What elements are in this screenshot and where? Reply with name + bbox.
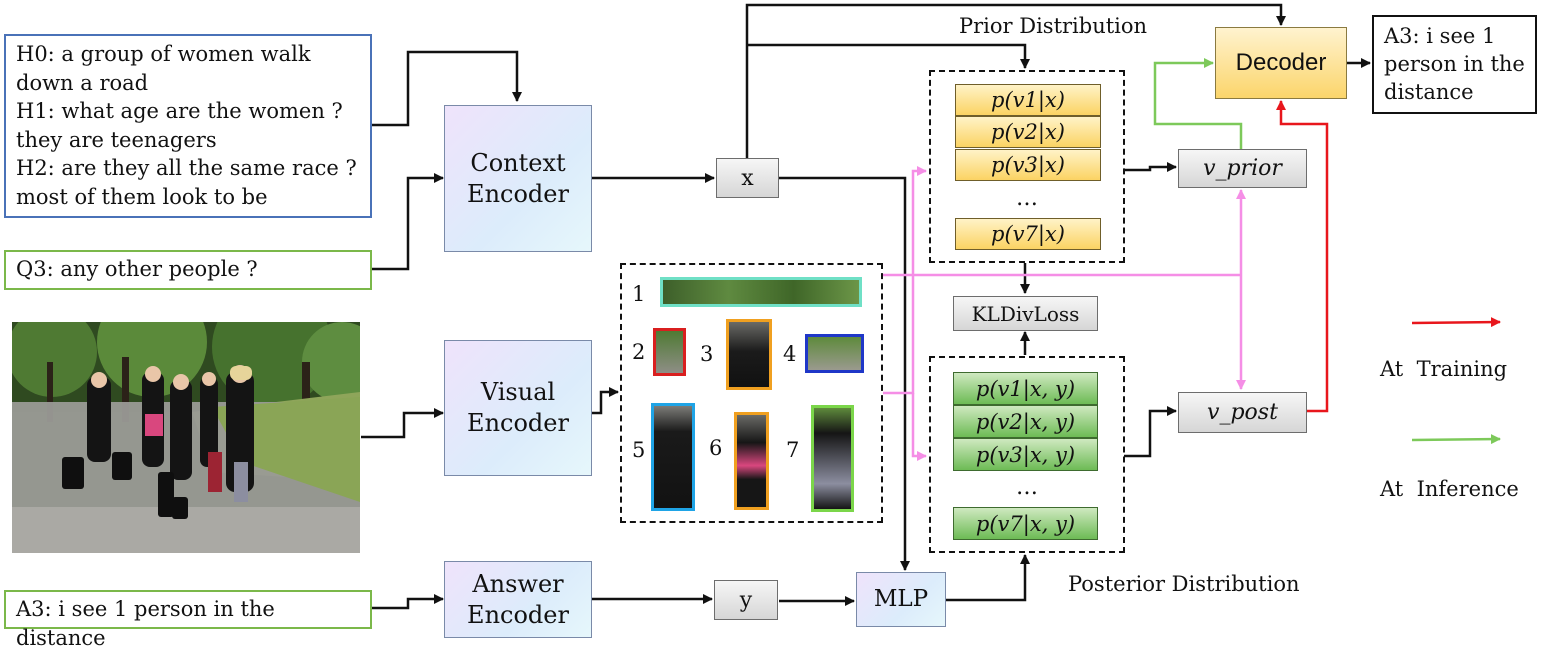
output-answer-line1: A3: i see 1: [1384, 24, 1496, 48]
posterior-item-3: p(v3|x, y): [953, 438, 1098, 471]
kl-div-loss-label: KLDivLoss: [971, 301, 1080, 326]
prior-ellipsis: …: [1016, 186, 1038, 211]
legend-inference-arrow: [1411, 434, 1501, 445]
arrow-image-to-visual: [361, 408, 444, 439]
mlp-block: MLP: [856, 572, 946, 627]
v-post: v_post: [1178, 392, 1307, 433]
region-number-2: 2: [632, 340, 646, 364]
output-answer-line3: distance: [1384, 80, 1474, 104]
dialog-h1-line2: they are teenagers: [16, 127, 217, 152]
arrow-visual-to-regions: [592, 387, 619, 415]
arrow-regions-to-prior: [883, 166, 927, 395]
dialog-h2-line1: H2: are they all the same race ?: [16, 156, 357, 180]
legend-training-arrow: [1411, 317, 1501, 328]
posterior-item-2-label: p(v2|x, y): [975, 409, 1076, 434]
v-prior-label: v_prior: [1203, 156, 1282, 181]
question-text: Q3: any other people ?: [16, 257, 258, 281]
region-crop-1: [660, 277, 862, 307]
posterior-item-3-label: p(v3|x, y): [975, 442, 1076, 467]
arrow-prior-to-vprior: [1124, 162, 1177, 172]
prior-item-2: p(v2|x): [955, 116, 1101, 148]
legend-inference-label: At Inference: [1380, 477, 1519, 501]
prior-item-7: p(v7|x): [955, 218, 1101, 250]
decoder-block: Decoder: [1215, 27, 1347, 99]
region-number-6: 6: [709, 436, 723, 460]
prior-item-1: p(v1|x): [955, 84, 1101, 116]
region-crop-2: [653, 328, 686, 376]
context-encoder-line1: Context: [470, 148, 566, 177]
question-box: Q3: any other people ?: [4, 250, 372, 290]
region-number-5: 5: [632, 438, 646, 462]
prior-item-1-label: p(v1|x): [991, 88, 1065, 112]
arrow-question-to-context: [372, 173, 444, 271]
arrow-x-to-decoder: [745, 3, 1286, 158]
posterior-item-2: p(v2|x, y): [953, 405, 1098, 438]
legend-training-label: At Training: [1380, 357, 1508, 381]
arrow-regions-to-posterior: [911, 393, 927, 461]
posterior-item-1-label: p(v1|x, y): [975, 376, 1076, 401]
posterior-item-7-label: p(v7|x, y): [975, 511, 1076, 536]
v-post-label: v_post: [1207, 400, 1278, 425]
node-y-label: y: [739, 587, 753, 613]
region-number-1: 1: [632, 282, 646, 306]
posterior-ellipsis: …: [1016, 475, 1038, 500]
arrow-x-to-prior: [747, 43, 1030, 69]
visual-encoder: Visual Encoder: [444, 340, 592, 476]
arrow-mlp-to-posterior: [946, 554, 1030, 602]
prior-distribution-title: Prior Distribution: [959, 14, 1148, 38]
output-answer-line2: person in the: [1384, 52, 1525, 76]
kl-div-loss: KLDivLoss: [953, 296, 1098, 331]
region-panel: [620, 263, 883, 523]
region-crop-7: [811, 405, 854, 512]
arrow-posterior-to-vpost: [1124, 406, 1177, 458]
posterior-distribution-title: Posterior Distribution: [1068, 572, 1300, 596]
answer-encoder: Answer Encoder: [444, 561, 592, 638]
arrow-answer-to-encoder: [372, 594, 444, 610]
region-crop-6: [734, 412, 769, 510]
answer-input-box: A3: i see 1 person in the distance: [4, 590, 372, 650]
prior-item-7-label: p(v7|x): [991, 222, 1065, 246]
prior-item-3-label: p(v3|x): [991, 153, 1065, 177]
region-number-4: 4: [783, 342, 797, 366]
context-encoder: Context Encoder: [444, 105, 592, 252]
posterior-distribution-panel: [929, 356, 1125, 553]
region-crop-3: [726, 319, 772, 390]
v-prior: v_prior: [1178, 149, 1307, 188]
dialog-h1-line1: H1: what age are the women ?: [16, 99, 343, 123]
prior-distribution-panel: [929, 70, 1125, 263]
arrow-dialog-to-context: [372, 50, 522, 127]
input-image: [12, 322, 360, 553]
region-crop-4: [805, 334, 864, 373]
posterior-item-7: p(v7|x, y): [953, 507, 1098, 540]
decoder-label: Decoder: [1235, 49, 1327, 76]
arrow-x-to-mlp: [779, 176, 910, 571]
node-y: y: [714, 580, 778, 620]
prior-item-3: p(v3|x): [955, 149, 1101, 181]
region-number-3: 3: [700, 342, 714, 366]
answer-encoder-line2: Encoder: [467, 600, 569, 629]
visual-encoder-line1: Visual: [480, 378, 556, 406]
dialog-h2-line2: most of them look to be: [16, 184, 268, 209]
answer-input-text: A3: i see 1 person in the distance: [16, 597, 275, 650]
posterior-item-1: p(v1|x, y): [953, 372, 1098, 405]
prior-item-2-label: p(v2|x): [991, 120, 1065, 144]
dialog-h0-line1: H0: a group of women walk: [16, 42, 311, 66]
region-crop-5: [651, 403, 695, 511]
node-x: x: [716, 158, 779, 198]
dialog-history-box: H0: a group of women walk down a road H1…: [4, 34, 372, 218]
mlp-label: MLP: [873, 586, 929, 612]
context-encoder-line2: Encoder: [467, 179, 569, 208]
arrow-vprior-to-decoder: [1153, 58, 1243, 149]
dialog-h0-line2: down a road: [16, 70, 149, 95]
node-x-label: x: [741, 165, 754, 191]
answer-encoder-line1: Answer: [472, 569, 564, 598]
output-answer-box: A3: i see 1 person in the distance: [1372, 15, 1537, 114]
region-number-7: 7: [786, 438, 800, 462]
arrow-vpost-to-decoder: [1276, 100, 1329, 413]
visual-encoder-line2: Encoder: [467, 409, 569, 437]
